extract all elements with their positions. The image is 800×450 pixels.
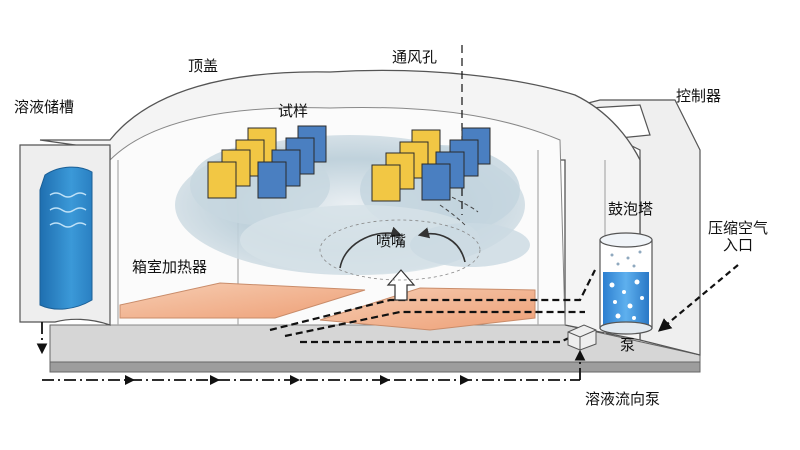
compressed-air-line xyxy=(657,264,739,332)
label-chamber-heater: 箱室加热器 xyxy=(132,258,208,276)
label-vent-hole: 通风孔 xyxy=(392,48,438,66)
label-solution-pump: 溶液流向泵 xyxy=(585,390,661,408)
label-top-cover: 顶盖 xyxy=(188,57,219,75)
piping xyxy=(269,269,596,344)
label-pump: 泵 xyxy=(620,336,636,354)
nozzle xyxy=(319,219,481,301)
label-compressed-air-inlet: 压缩空气 入口 xyxy=(708,219,769,255)
test-samples-left xyxy=(207,125,327,199)
label-compressed-air-line2: 入口 xyxy=(723,236,754,255)
label-controller: 控制器 xyxy=(676,87,722,105)
solution-tank xyxy=(19,144,111,326)
label-bubble-tower: 鼓泡塔 xyxy=(608,200,654,218)
bubble-tower xyxy=(599,232,653,335)
chamber-heater-pads xyxy=(119,282,536,331)
label-nozzle: 喷嘴 xyxy=(376,232,407,250)
label-test-sample: 试样 xyxy=(278,102,309,120)
base-platform xyxy=(49,324,701,373)
label-compressed-air-line1: 压缩空气 xyxy=(708,219,769,237)
label-solution-tank: 溶液储槽 xyxy=(14,98,75,116)
pump-box xyxy=(567,324,597,351)
test-samples-right xyxy=(371,127,491,202)
flow-direction-arrows xyxy=(125,375,470,385)
